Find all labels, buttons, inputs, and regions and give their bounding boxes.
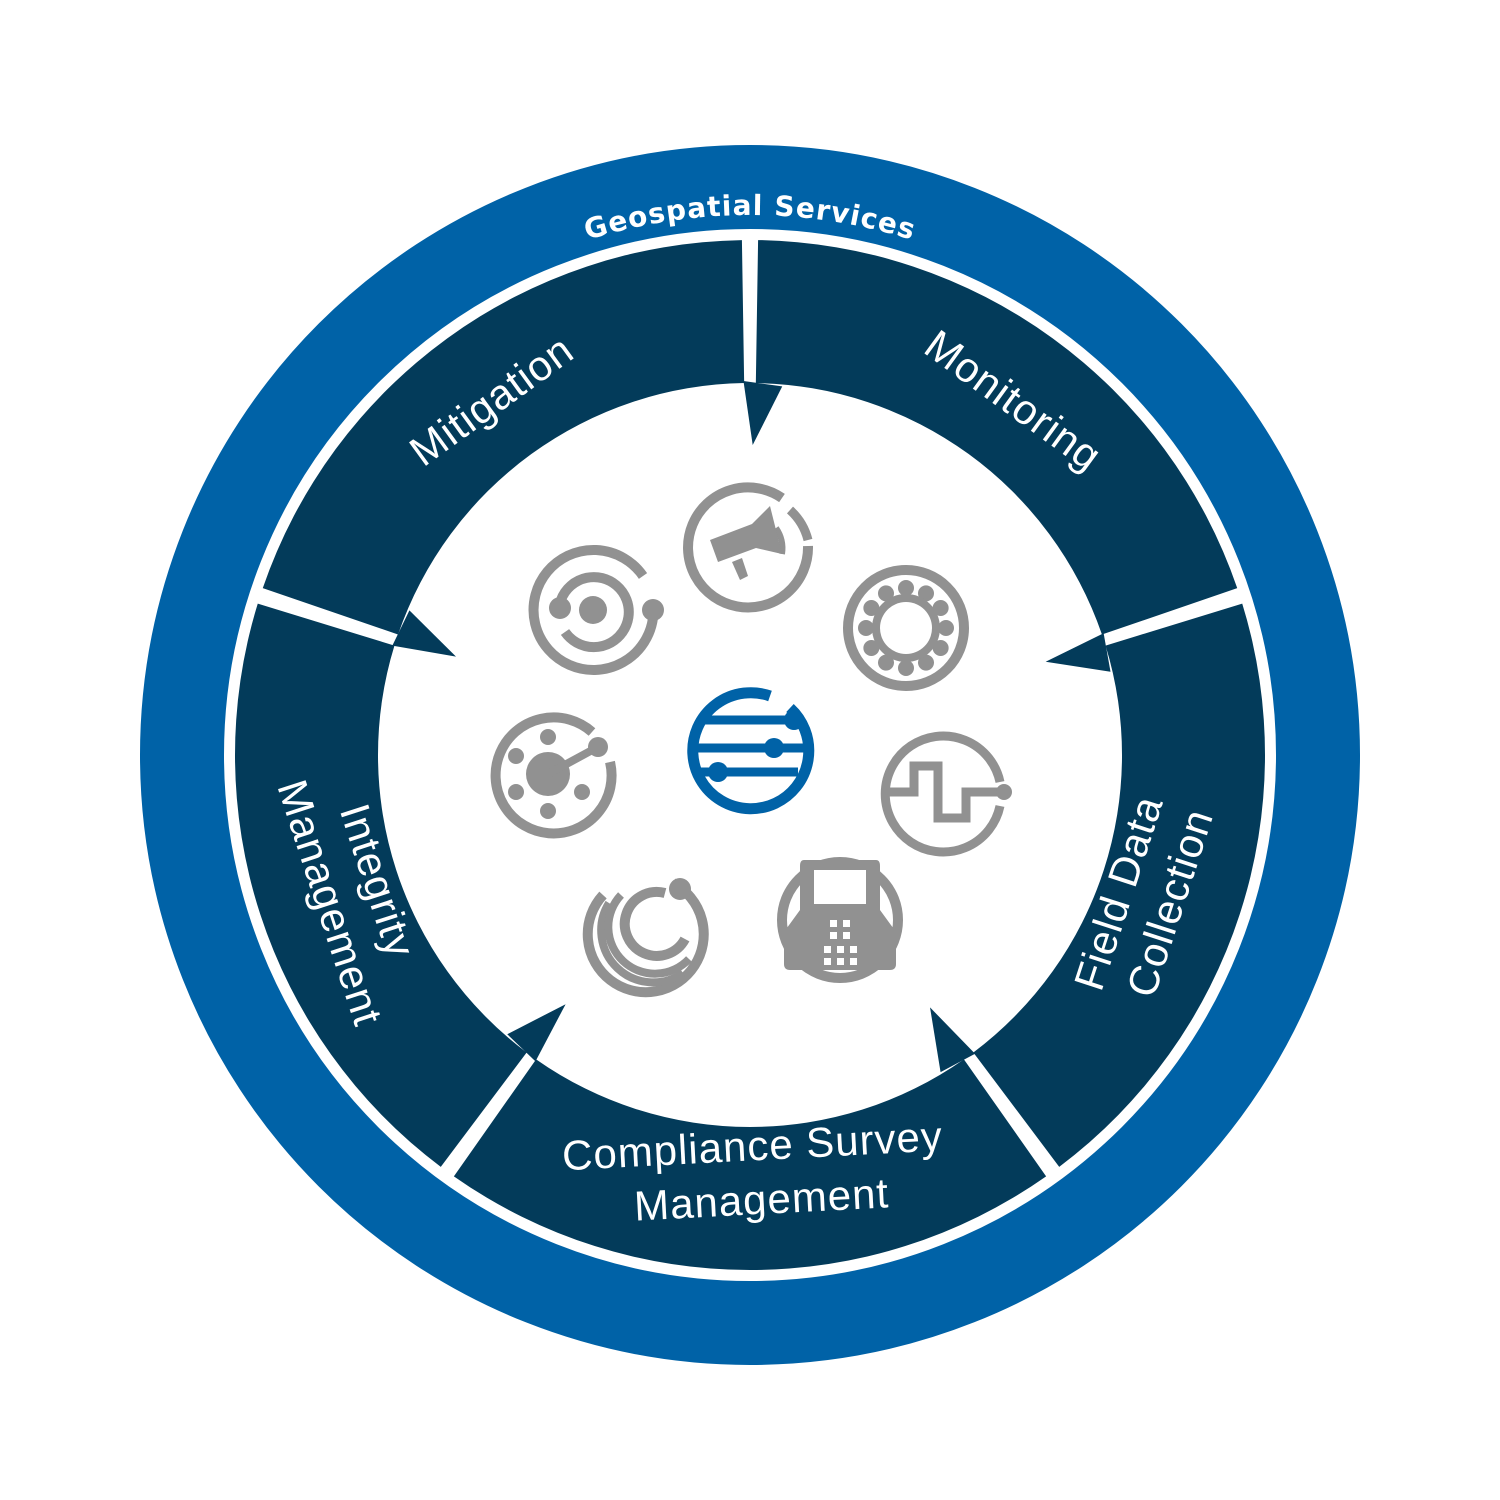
data-lines-globe-icon: [687, 687, 815, 815]
arrow-notch-monitoring: [1045, 633, 1111, 672]
segment-compliance-survey-management: [453, 1059, 1047, 1270]
segment-field-data-collection: [973, 603, 1265, 1167]
megaphone-icon: [683, 482, 814, 613]
segment-monitoring: [755, 240, 1238, 635]
gear-tooth: [863, 600, 880, 616]
segment-mitigation: [262, 240, 745, 635]
gear-tooth: [898, 580, 914, 596]
gear-tooth: [878, 654, 894, 671]
gear-icon: [843, 565, 969, 691]
segments-group: [235, 240, 1265, 1270]
gear-tooth: [932, 640, 949, 656]
orbit-target-icon: [528, 544, 664, 675]
gear-tooth: [918, 585, 934, 602]
gear-tooth: [898, 660, 914, 676]
arrow-notch-integrity-management: [392, 610, 457, 657]
gear-tooth: [932, 600, 949, 616]
arrow-notch-mitigation: [743, 381, 783, 446]
segment-integrity-management: [235, 603, 527, 1167]
hub-nodes-icon: [490, 712, 617, 839]
gear-tooth: [863, 640, 880, 656]
gear-tooth: [918, 654, 934, 671]
outer-ring: [140, 145, 1360, 1365]
square-wave-icon: [880, 731, 1012, 857]
handheld-device-icon: [777, 857, 903, 983]
crescent-layers-icon: [582, 878, 709, 998]
gear-tooth: [938, 620, 954, 636]
arrow-notch-field-data-collection: [930, 1007, 976, 1073]
gear-tooth: [858, 620, 874, 636]
arrow-notch-compliance-survey-management: [507, 1004, 566, 1062]
gear-tooth: [878, 585, 894, 602]
